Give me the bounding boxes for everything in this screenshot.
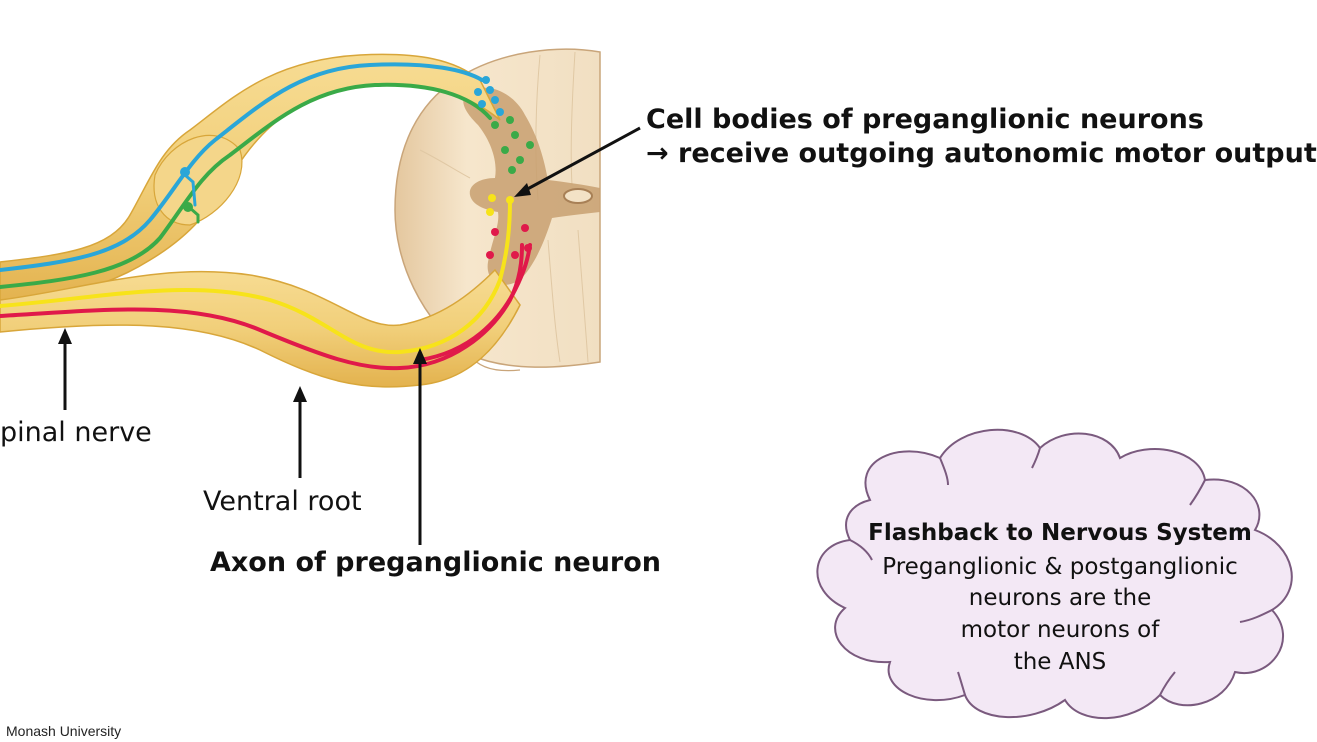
- flashback-callout-text: Flashback to Nervous System Preganglioni…: [845, 518, 1275, 679]
- cell-bodies-label: Cell bodies of preganglionic neurons → r…: [646, 104, 1317, 169]
- callout-body-line: neurons are the: [968, 585, 1152, 612]
- cell-bodies-line1: Cell bodies of preganglionic neurons: [646, 104, 1204, 135]
- green-cell-body: [183, 202, 193, 212]
- callout-body-line: the ANS: [1013, 648, 1107, 675]
- fibers: [0, 62, 532, 371]
- yellow-preganglionic-fiber: [0, 198, 512, 355]
- cell-bodies-line2: → receive outgoing autonomic motor outpu…: [646, 138, 1317, 170]
- cell-bodies-arrow: [521, 126, 641, 194]
- axon-label: Axon of preganglionic neuron: [210, 547, 662, 578]
- green-sensory-fiber: [0, 82, 492, 289]
- flashback-cloud: [816, 428, 1293, 720]
- neuron-cell-bodies: [180, 76, 534, 259]
- spinal-nerve-label: pinal nerve: [0, 417, 152, 448]
- pointer-arrows: [58, 126, 641, 545]
- footer-credit: Monash University: [6, 723, 122, 739]
- blue-sensory-fiber: [0, 62, 484, 272]
- blue-cell-body: [180, 167, 190, 177]
- callout-body-line: Preganglionic & postganglionic: [882, 553, 1238, 580]
- callout-body-line: motor neurons of: [960, 617, 1160, 644]
- callout-title: Flashback to Nervous System: [868, 520, 1252, 546]
- ventral-root-label: Ventral root: [203, 486, 362, 517]
